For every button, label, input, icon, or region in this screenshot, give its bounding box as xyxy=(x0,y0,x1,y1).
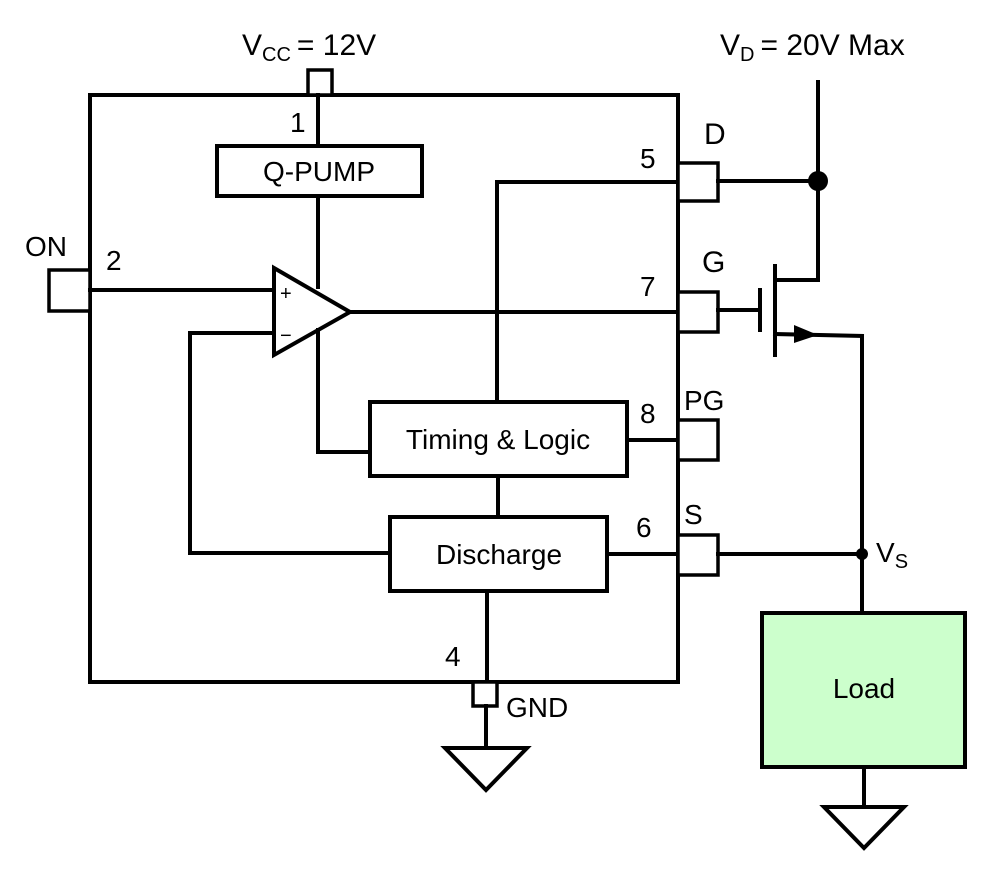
ground-icon-load xyxy=(819,805,909,851)
mosfet-drain-lead xyxy=(773,179,820,282)
pin-7-pad xyxy=(676,290,720,334)
mosfet-symbol xyxy=(716,179,865,357)
load-block xyxy=(760,611,967,769)
ground-icon-ic xyxy=(440,746,532,793)
mosfet-source-lead xyxy=(772,331,865,339)
qpump-label: Q-PUMP xyxy=(263,156,375,187)
comparator xyxy=(272,264,355,359)
comparator-plus-sign: + xyxy=(280,283,292,305)
vd-label: VD= 20V Max xyxy=(720,29,905,66)
pin-1-number: 1 xyxy=(290,107,306,138)
vcc-label: VCC= 12V xyxy=(242,29,376,66)
pin-4-pad xyxy=(471,680,499,708)
qpump-block xyxy=(215,144,424,198)
vs-junction-dot xyxy=(856,548,868,560)
pin-2-name: ON xyxy=(25,231,67,262)
pin-8-name: PG xyxy=(684,385,724,416)
wire-feedback-discharge xyxy=(188,331,392,555)
pin-4-number: 4 xyxy=(445,641,461,672)
pin-6-number: 6 xyxy=(636,512,652,543)
pin-4-name: GND xyxy=(506,692,568,723)
vs-label: VS xyxy=(876,537,908,573)
pin-5-name: D xyxy=(704,118,726,151)
pin-8-pad xyxy=(676,418,720,462)
wire-drain-timing xyxy=(495,180,680,402)
comparator-minus-sign: − xyxy=(280,325,292,347)
pin-5-number: 5 xyxy=(640,143,656,174)
pin-7-name: G xyxy=(702,246,725,279)
pin-6-pad xyxy=(676,533,720,577)
pin-8-number: 8 xyxy=(640,398,656,429)
pin-5-pad xyxy=(676,161,720,203)
pin-7-number: 7 xyxy=(640,271,656,302)
ic-outline xyxy=(88,93,680,684)
wire-qpump-timing xyxy=(316,328,372,454)
discharge-label: Discharge xyxy=(436,539,562,570)
pin-2-number: 2 xyxy=(106,245,122,276)
load-label: Load xyxy=(833,673,895,704)
pin-6-name: S xyxy=(684,499,703,530)
pin-2-pad xyxy=(47,268,92,313)
timing-logic-label: Timing & Logic xyxy=(406,424,590,455)
mosfet-arrow xyxy=(794,325,818,343)
pin-1-pad xyxy=(306,68,334,97)
